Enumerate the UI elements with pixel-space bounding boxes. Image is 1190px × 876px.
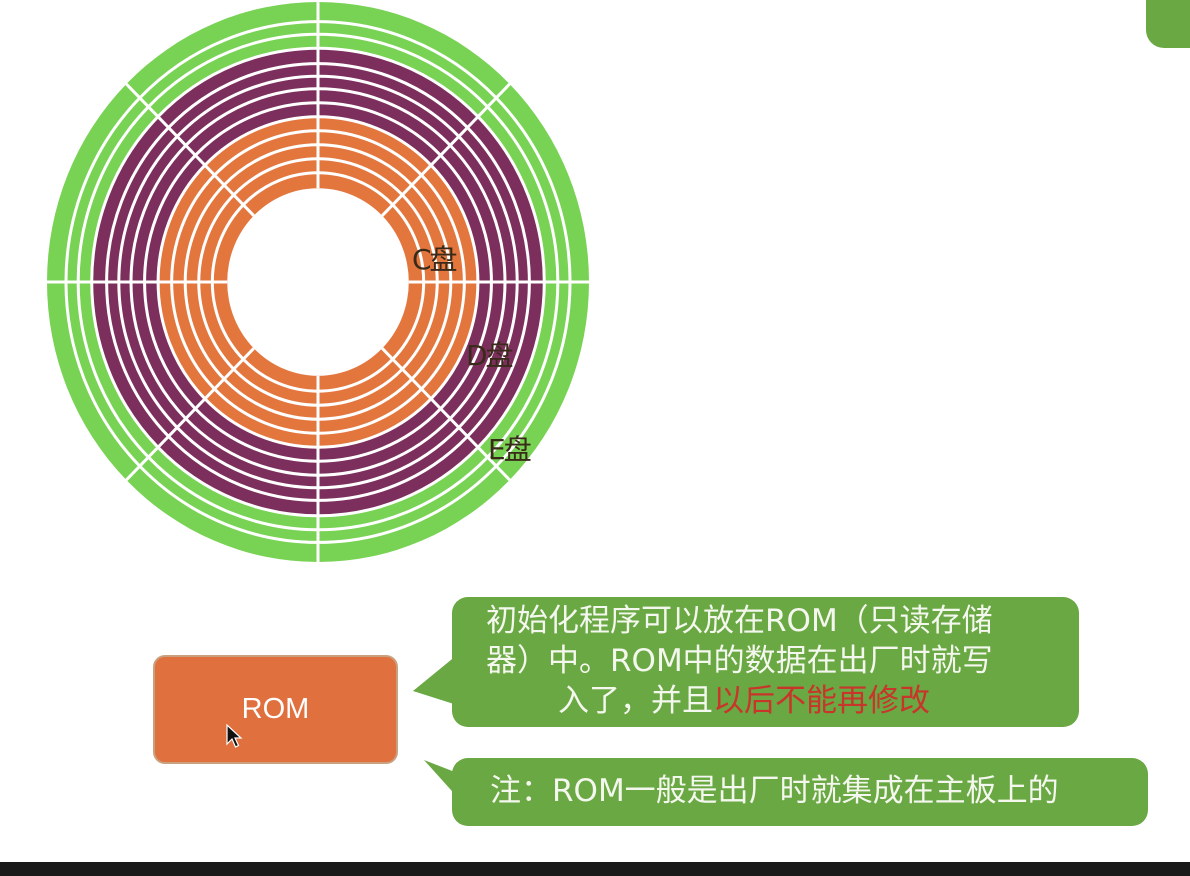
callout-2-pointer bbox=[424, 760, 460, 800]
sector-line-6 bbox=[125, 82, 255, 217]
callout-1-line-3: 入了，并且以后不能再修改 bbox=[486, 681, 1065, 721]
bottom-bar bbox=[0, 862, 1190, 876]
callout-1-line-3-text: 入了，并且 bbox=[558, 683, 713, 719]
rom-box: ROM bbox=[153, 655, 398, 764]
callout-rom-description: 初始化程序可以放在ROM（只读存储 器）中。ROM中的数据在出厂时就写 入了，并… bbox=[452, 597, 1079, 727]
callout-rom-note: 注：ROM一般是出厂时就集成在主板上的 bbox=[452, 758, 1148, 826]
callout-1-line-2: 器）中。ROM中的数据在出厂时就写 bbox=[486, 643, 993, 679]
partition-label-d: D盘 bbox=[466, 339, 514, 372]
corner-tab bbox=[1146, 0, 1190, 48]
disk-sector-lines bbox=[47, 2, 589, 562]
disk-diagram bbox=[47, 2, 589, 562]
partition-label-c: C盘 bbox=[412, 243, 458, 276]
callout-1-pointer bbox=[413, 655, 457, 705]
callout-1-line-1: 初始化程序可以放在ROM（只读存储 bbox=[486, 603, 993, 639]
sector-line-8 bbox=[381, 82, 511, 217]
rom-label: ROM bbox=[241, 693, 310, 725]
sector-line-4 bbox=[125, 347, 255, 482]
callout-1-highlight: 以后不能再修改 bbox=[713, 683, 930, 719]
partition-label-e: E盘 bbox=[488, 433, 532, 466]
mouse-cursor-icon bbox=[226, 724, 243, 748]
sector-line-2 bbox=[381, 347, 511, 482]
callout-2-text: 注：ROM一般是出厂时就集成在主板上的 bbox=[490, 773, 1059, 809]
disk-hole bbox=[227, 188, 409, 376]
